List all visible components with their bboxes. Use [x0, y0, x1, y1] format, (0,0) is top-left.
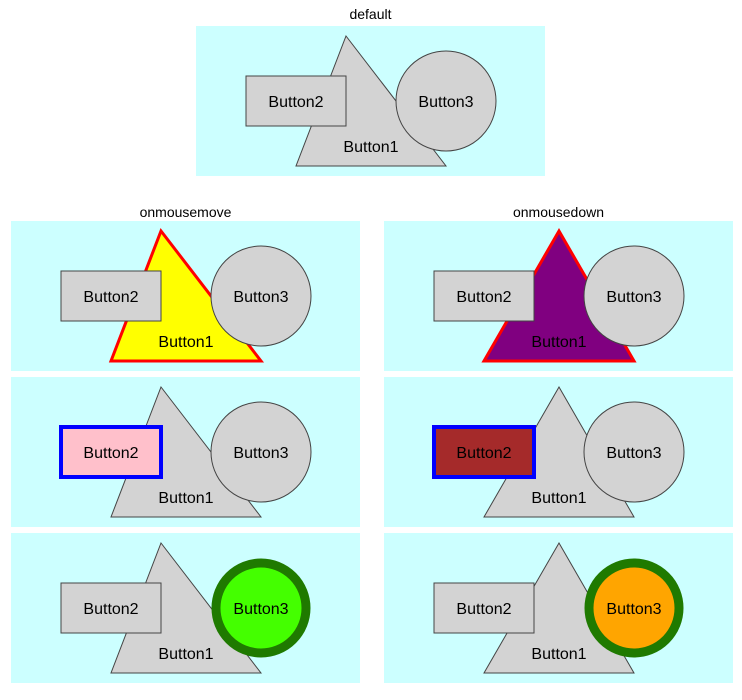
panel-mousemove-button2: Button1 Button2 Button3 — [11, 377, 360, 527]
panel-mousemove-button2-svg: Button1 Button2 Button3 — [11, 377, 360, 527]
panel-mousedown-button2-svg: Button1 Button2 Button3 — [384, 377, 733, 527]
button3-circle[interactable] — [583, 401, 685, 503]
button1-label: Button1 — [158, 646, 213, 663]
caption-default: default — [349, 6, 392, 22]
button2-label: Button2 — [456, 445, 511, 462]
panel-mousemove-button1: Button1 Button2 Button3 — [11, 221, 360, 371]
button1-label: Button1 — [531, 490, 586, 507]
panel-mousedown-button3: Button1 Button2 Button3 — [384, 533, 733, 683]
button3-circle[interactable] — [210, 245, 312, 347]
panel-mousemove-button1-svg: Button1 Button2 Button3 — [11, 221, 360, 371]
button3-circle[interactable] — [210, 401, 312, 503]
button2-label: Button2 — [83, 445, 138, 462]
button1-label: Button1 — [531, 334, 586, 351]
panel-mousedown-button1-svg: Button1 Button2 Button3 — [384, 221, 733, 371]
button3-circle[interactable] — [584, 558, 684, 658]
button2-label: Button2 — [456, 601, 511, 618]
button1-label: Button1 — [158, 490, 213, 507]
button2-rectangle[interactable] — [60, 582, 162, 634]
button2-label: Button2 — [83, 601, 138, 618]
button1-label: Button1 — [343, 139, 398, 156]
button2-rectangle[interactable] — [433, 270, 535, 322]
button3-circle[interactable] — [211, 558, 311, 658]
button3-circle[interactable] — [395, 50, 497, 152]
button1-label: Button1 — [531, 646, 586, 663]
panel-mousedown-button3-svg: Button1 Button2 Button3 — [384, 533, 733, 683]
panel-mousemove-button3: Button1 Button2 Button3 — [11, 533, 360, 683]
panel-mousedown-button2: Button1 Button2 Button3 — [384, 377, 733, 527]
panel-default: Button1 Button2 Button3 — [196, 26, 545, 176]
caption-onmousemove: onmousemove — [139, 204, 232, 220]
caption-onmousedown: onmousedown — [512, 204, 605, 220]
button2-rectangle[interactable] — [60, 270, 162, 322]
button2-rectangle[interactable] — [433, 582, 535, 634]
button2-label: Button2 — [83, 289, 138, 306]
button2-rectangle[interactable] — [59, 425, 163, 479]
button3-label: Button3 — [606, 601, 661, 618]
button3-label: Button3 — [418, 94, 473, 111]
button3-label: Button3 — [233, 445, 288, 462]
button3-circle[interactable] — [583, 245, 685, 347]
button2-rectangle[interactable] — [432, 425, 536, 479]
button3-label: Button3 — [606, 289, 661, 306]
button2-label: Button2 — [268, 94, 323, 111]
panel-mousedown-button1: Button1 Button2 Button3 — [384, 221, 733, 371]
button3-label: Button3 — [606, 445, 661, 462]
panel-mousemove-button3-svg: Button1 Button2 Button3 — [11, 533, 360, 683]
button3-label: Button3 — [233, 289, 288, 306]
button2-label: Button2 — [456, 289, 511, 306]
button3-label: Button3 — [233, 601, 288, 618]
button1-label: Button1 — [158, 334, 213, 351]
button2-rectangle[interactable] — [245, 75, 347, 127]
panel-default-svg: Button1 Button2 Button3 — [196, 26, 545, 176]
